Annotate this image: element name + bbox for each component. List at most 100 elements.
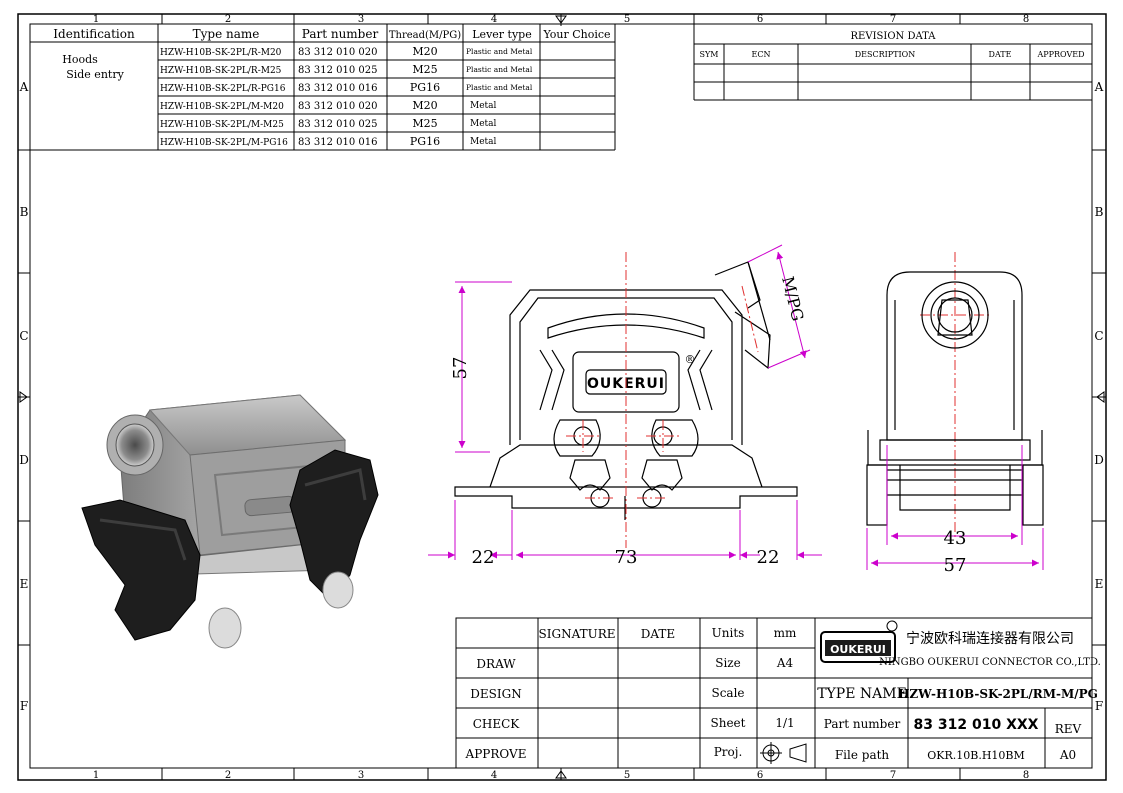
- spec-table: Identification Type name Part number Thr…: [30, 24, 616, 151]
- row-type-name: HZW-H10B-SK-2PL/R-M20: [160, 48, 282, 58]
- revision-header: SYM: [700, 50, 719, 59]
- row-type-name: HZW-H10B-SK-2PL/R-M25: [160, 66, 282, 76]
- units-value: mm: [774, 626, 797, 640]
- dim-center: 73: [615, 547, 638, 568]
- header-thread: Thread(M/PG): [389, 30, 461, 41]
- dim-side-outer: 57: [944, 555, 967, 576]
- identification-line: Side entry: [66, 68, 124, 81]
- revision-table: REVISION DATA SYM ECN DESCRIPTION DATE A…: [693, 24, 1092, 101]
- dim-height: 57: [450, 357, 471, 380]
- row-type-name: HZW-H10B-SK-2PL/M-PG16: [160, 138, 288, 148]
- thread-bore: [115, 423, 155, 467]
- row-letter: C: [19, 329, 28, 343]
- revision-title: REVISION DATA: [851, 31, 937, 42]
- role-check: CHECK: [473, 717, 521, 731]
- col-number: 1: [93, 770, 99, 781]
- row-lever: Plastic and Metal: [466, 47, 533, 56]
- revision-header: ECN: [752, 50, 771, 59]
- side-view: [866, 271, 1044, 526]
- col-number: 6: [757, 770, 763, 781]
- revision-header: APPROVED: [1036, 50, 1084, 59]
- locking-lever: [289, 449, 379, 601]
- sheet-label: Sheet: [711, 716, 746, 730]
- col-number: 8: [1023, 14, 1029, 25]
- row-letter: C: [1094, 329, 1103, 343]
- svg-text:OUKERUI: OUKERUI: [830, 643, 886, 656]
- size-value: A4: [776, 656, 794, 670]
- revision-header: DATE: [989, 50, 1012, 59]
- signature-header: SIGNATURE: [539, 627, 616, 641]
- row-thread: M20: [412, 45, 437, 58]
- row-part-number: 83 312 010 025: [298, 65, 378, 76]
- lever-roller: [322, 571, 354, 609]
- col-number: 7: [890, 770, 896, 781]
- row-thread: PG16: [410, 81, 440, 94]
- centering-mark: [555, 768, 567, 780]
- row-letter: E: [20, 577, 29, 591]
- row-lever: Metal: [470, 101, 497, 111]
- lever-roller: [208, 607, 242, 649]
- thread-label: M/PG: [778, 274, 807, 323]
- header-lever-type: Lever type: [472, 28, 531, 41]
- centering-mark: [18, 391, 30, 403]
- row-letter: A: [19, 80, 29, 94]
- role-design: DESIGN: [470, 687, 521, 701]
- dim-side-inner: 43: [944, 528, 967, 549]
- col-number: 3: [358, 14, 364, 25]
- row-lever: Plastic and Metal: [466, 83, 533, 92]
- row-letter: F: [1095, 699, 1103, 713]
- header-your-choice: Your Choice: [542, 28, 610, 41]
- identification-line: Hoods: [62, 53, 98, 66]
- size-label: Size: [715, 656, 740, 670]
- row-type-name: HZW-H10B-SK-2PL/R-PG16: [160, 84, 286, 94]
- row-letter: D: [1094, 453, 1104, 467]
- locking-lever: [81, 499, 201, 641]
- date-header: DATE: [641, 627, 675, 641]
- dimensions: [428, 244, 1044, 570]
- company-name-cn: 宁波欧科瑞连接器有限公司: [906, 630, 1074, 647]
- row-type-name: HZW-H10B-SK-2PL/M-M25: [160, 120, 284, 130]
- row-letter: D: [19, 453, 29, 467]
- centering-mark: [555, 14, 567, 26]
- role-draw: DRAW: [476, 657, 516, 671]
- header-part-number: Part number: [302, 27, 379, 41]
- row-part-number: 83 312 010 016: [298, 83, 378, 94]
- proj-label: Proj.: [714, 745, 743, 759]
- row-lever: Metal: [470, 119, 497, 129]
- row-part-number: 83 312 010 016: [298, 137, 378, 148]
- row-part-number: 83 312 010 025: [298, 119, 378, 130]
- units-label: Units: [712, 626, 745, 640]
- row-lever: Plastic and Metal: [466, 65, 533, 74]
- row-thread: M25: [412, 117, 437, 130]
- row-letter: F: [20, 699, 28, 713]
- centerlines: [566, 252, 990, 548]
- registered-mark: ®: [685, 353, 696, 366]
- row-letter: B: [20, 205, 29, 219]
- header-type-name: Type name: [193, 27, 260, 41]
- row-letter: A: [1094, 80, 1104, 94]
- col-number: 2: [225, 770, 231, 781]
- col-number: 5: [624, 14, 630, 25]
- sheet-value: 1/1: [775, 716, 794, 730]
- col-number: 3: [358, 770, 364, 781]
- dim-left: 22: [472, 547, 495, 568]
- col-number: 2: [225, 14, 231, 25]
- col-number: 1: [93, 14, 99, 25]
- row-part-number: 83 312 010 020: [298, 101, 378, 112]
- row-letter: B: [1095, 205, 1104, 219]
- row-part-number: 83 312 010 020: [298, 47, 378, 58]
- projection-symbol-icon: [760, 742, 807, 764]
- role-approve: APPROVE: [465, 747, 527, 761]
- col-number: 6: [757, 14, 763, 25]
- col-number: 4: [491, 770, 497, 781]
- row-type-name: HZW-H10B-SK-2PL/M-M20: [160, 102, 284, 112]
- type-name-label: TYPE NAME: [817, 686, 907, 702]
- title-block: SIGNATURE DATE DRAW DESIGN CHECK APPROVE…: [455, 617, 1101, 769]
- company-name-en: NINGBO OUKERUI CONNECTOR CO.,LTD.: [879, 657, 1101, 668]
- row-letter: E: [1095, 577, 1104, 591]
- rev-label: REV: [1055, 722, 1082, 736]
- dim-right: 22: [757, 547, 780, 568]
- col-number: 8: [1023, 770, 1029, 781]
- part-number-value: 83 312 010 XXX: [914, 717, 1039, 733]
